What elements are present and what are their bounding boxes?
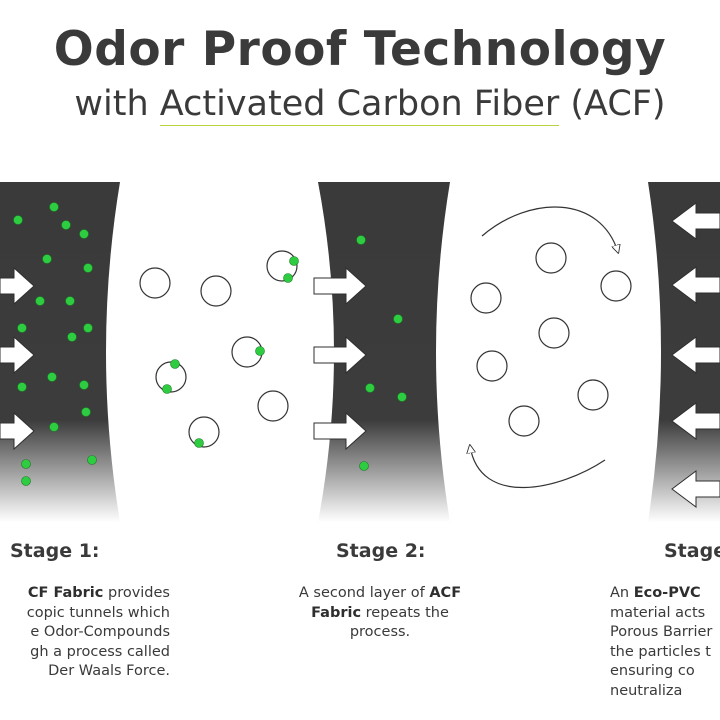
description-line: An Eco-PVC <box>610 584 720 604</box>
description-text: neutraliza <box>610 682 683 699</box>
description-text: copic tunnels which <box>26 604 170 621</box>
description-text: material acts <box>610 604 706 621</box>
trapped-particles-layer-2 <box>356 235 407 471</box>
description-line: A second layer of ACF <box>280 584 480 604</box>
subtitle-suffix: (ACF) <box>559 84 666 124</box>
description-text: provides <box>103 585 170 601</box>
description-text: the particles t <box>610 643 711 660</box>
stage-3-label: Stage <box>664 540 720 562</box>
description-text: repeats the <box>361 604 449 621</box>
trapped-particles-layer-1 <box>13 202 97 486</box>
description-text: e Odor-Compounds <box>30 624 170 640</box>
description-text: An <box>610 585 634 601</box>
free-particles-gap-1 <box>139 250 299 448</box>
subtitle-highlight: Activated Carbon Fiber <box>159 84 560 126</box>
description-line: CF Fabric provides <box>0 584 170 604</box>
description-text: Porous Barrier <box>610 624 713 640</box>
description-line: Fabric repeats the <box>280 604 480 624</box>
description-bold-text: ACF <box>429 585 462 601</box>
description-line: copic tunnels which <box>0 604 170 624</box>
description-text: Der Waals Force. <box>43 663 170 679</box>
subtitle-prefix: with <box>74 84 160 124</box>
page-title: Odor Proof Technology <box>53 22 667 77</box>
inflow-arrows-layer-1 <box>0 266 35 451</box>
description-bold-text: Fabric <box>311 604 362 621</box>
description-text: A second layer of <box>298 585 430 601</box>
description-line: material acts <box>610 604 720 624</box>
barrier-arrows-layer-3 <box>671 202 720 508</box>
description-text: process. <box>349 624 411 640</box>
description-line: e Odor-Compounds <box>0 623 170 643</box>
circulation-arrow-bottom <box>470 446 606 489</box>
free-particles-gap-2 <box>470 242 632 437</box>
description-bold-text: Eco-PVC <box>633 585 701 601</box>
description-line: gh a process called <box>0 643 170 663</box>
description-text: gh a process called <box>30 643 170 660</box>
description-text: ensuring co <box>610 663 695 679</box>
circulation-arrow-top <box>481 206 618 252</box>
stage-2-label: Stage 2: <box>336 540 426 562</box>
description-bold-text: CF Fabric <box>27 585 104 601</box>
inflow-arrows-layer-2 <box>313 266 367 451</box>
description-line: Der Waals Force. <box>0 662 170 682</box>
description-line: the particles t <box>610 643 720 663</box>
page-subtitle: with Activated Carbon Fiber (ACF) <box>0 84 720 126</box>
stage-1-label: Stage 1: <box>10 540 100 562</box>
description-line: neutraliza <box>610 682 720 702</box>
description-line: Porous Barrier <box>610 623 720 643</box>
description-line: ensuring co <box>610 662 720 682</box>
description-line: process. <box>280 623 480 643</box>
